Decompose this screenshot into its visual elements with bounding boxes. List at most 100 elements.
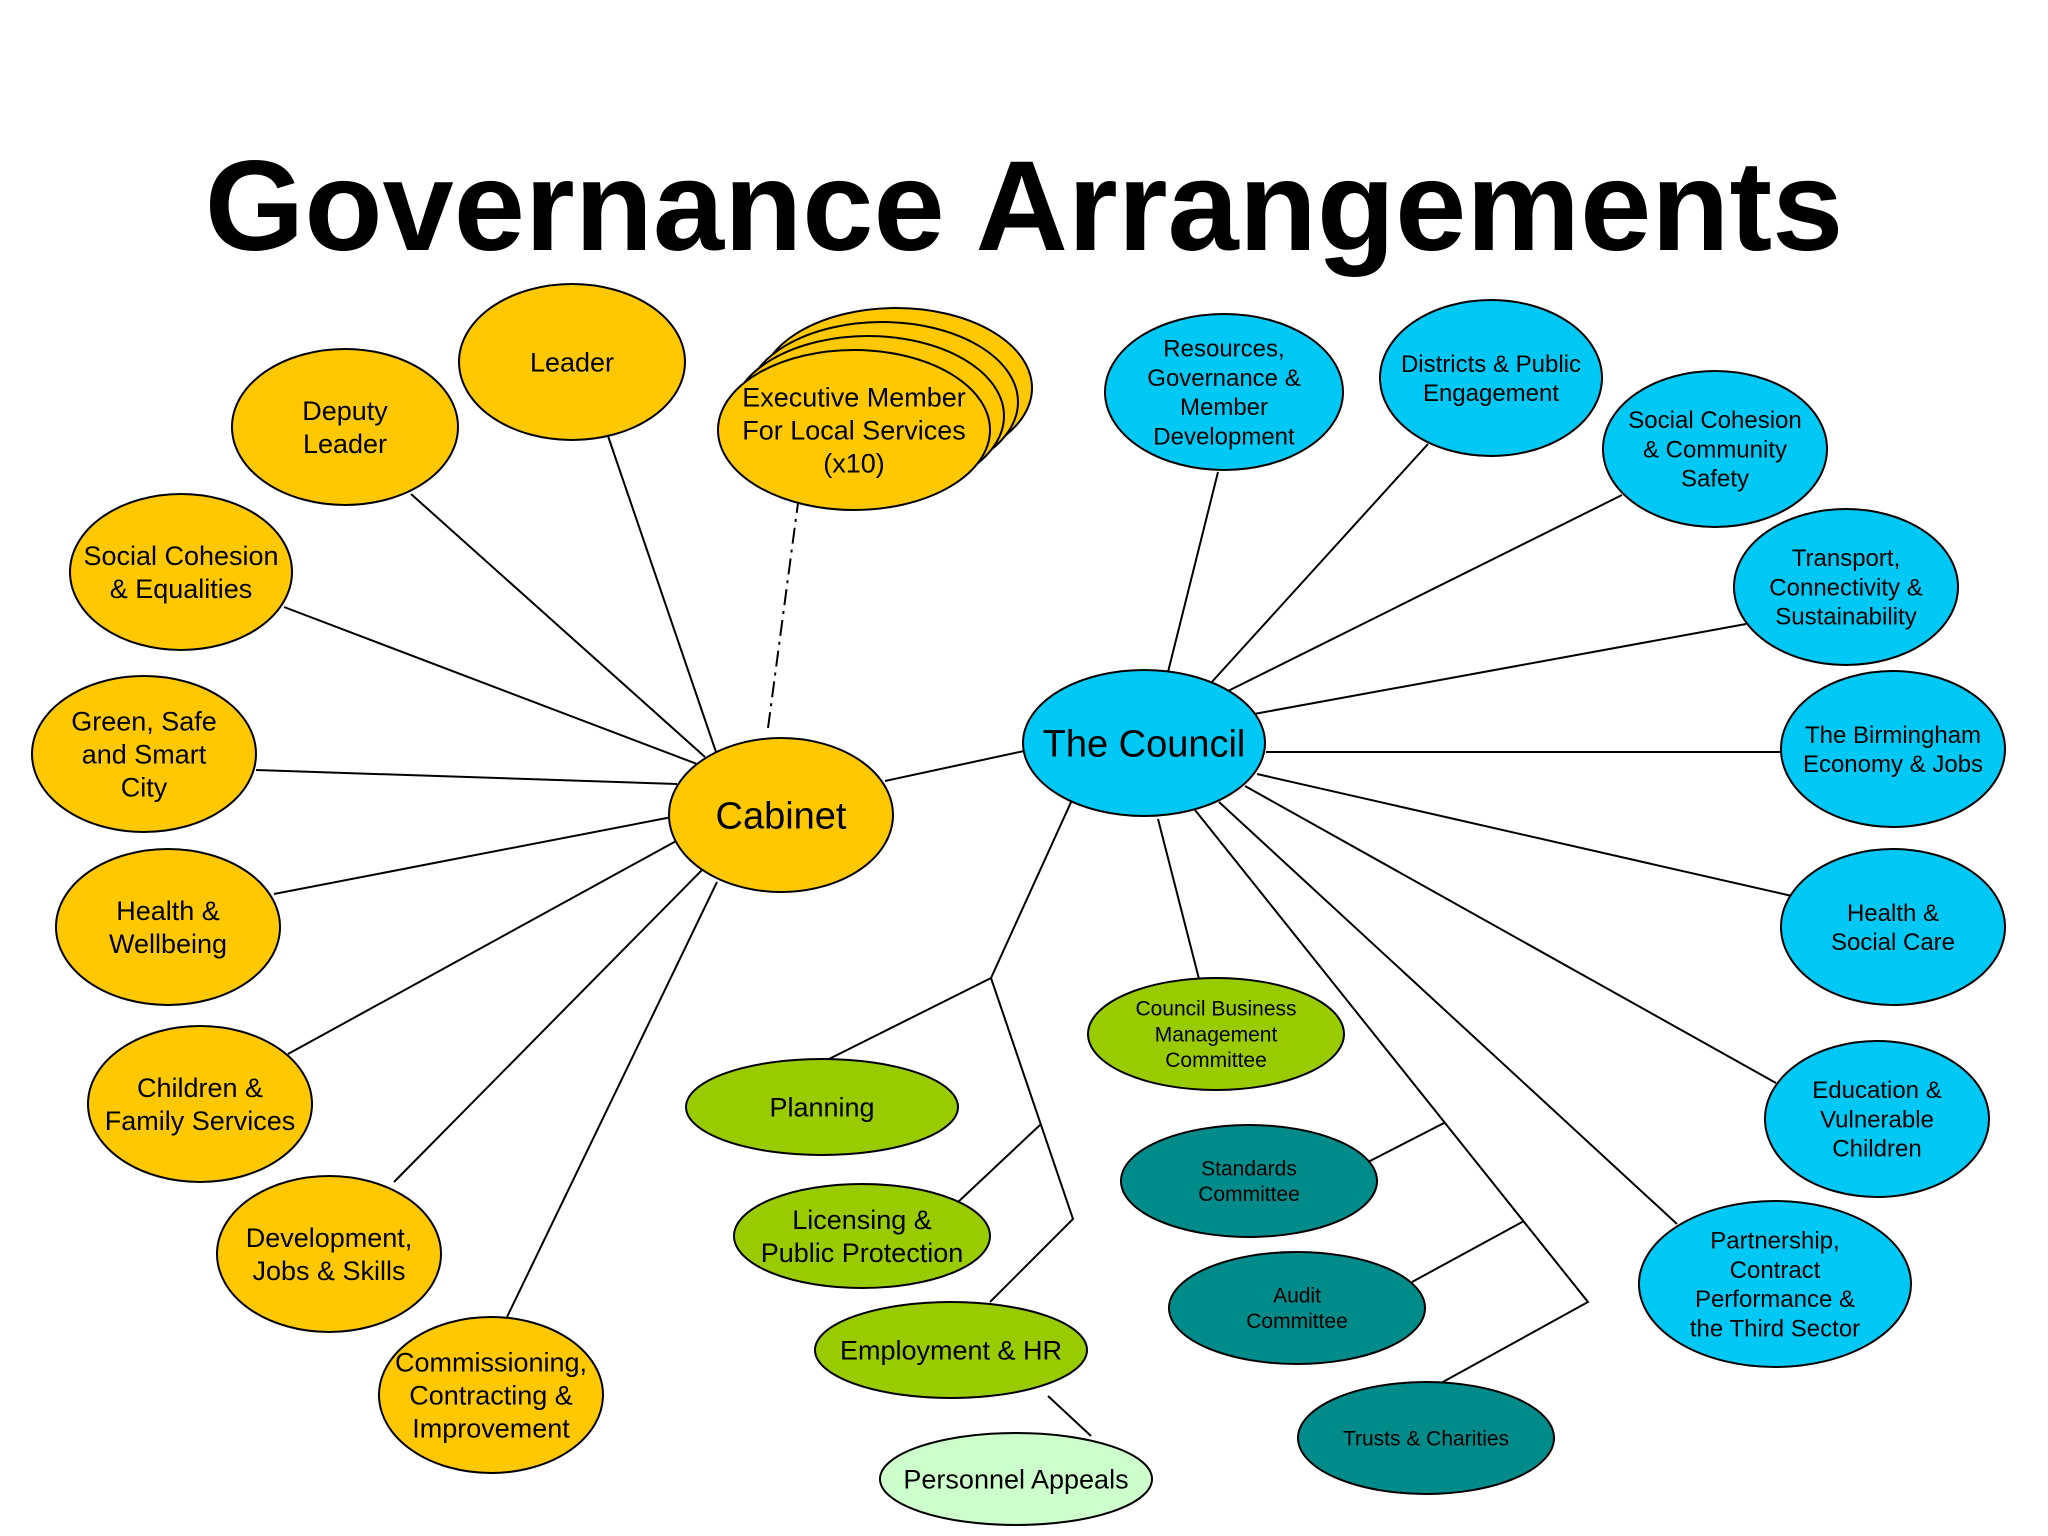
node-ellipse (1087, 977, 1345, 1091)
node-label: Development (1153, 423, 1295, 450)
node-cab-social-cohesion: Social Cohesion& Equalities (69, 493, 293, 651)
link-commissioning (506, 881, 718, 1318)
node-ellipse (1764, 1040, 1990, 1198)
node-ellipse (1379, 299, 1603, 457)
node-ellipse (69, 493, 293, 651)
link-districts (1209, 443, 1429, 685)
node-label: Jobs & Skills (252, 1256, 405, 1286)
node-label: Engagement (1423, 380, 1559, 407)
node-label: Social Cohesion (1628, 407, 1801, 434)
node-ellipse (378, 1316, 604, 1474)
node-label: Leader (303, 429, 387, 459)
link-cbm-committee (1157, 818, 1200, 980)
link-standards (1367, 1122, 1445, 1163)
node-label: Health & (116, 896, 220, 926)
node-cab-development: Development,Jobs & Skills (216, 1175, 442, 1333)
node-ellipse (668, 737, 894, 893)
node-label: The Council (1043, 723, 1246, 765)
node-ellipse (717, 349, 991, 511)
node-leader: Leader (458, 283, 686, 441)
node-label: Development, (246, 1223, 413, 1253)
link-employment (989, 977, 1075, 1303)
node-ellipse (1168, 1251, 1426, 1365)
node-label: For Local Services (742, 415, 966, 445)
node-cab-health: Health &Wellbeing (55, 848, 281, 1006)
node-scr-transport: Transport,Connectivity &Sustainability (1733, 508, 1959, 666)
link-education (1244, 785, 1777, 1084)
node-ellipse (879, 1432, 1153, 1526)
link-deputy-leader (410, 493, 706, 758)
node-label: Committee (1198, 1183, 1300, 1206)
link-transport (1253, 623, 1747, 715)
node-ellipse (216, 1175, 442, 1333)
node-ellipse (1022, 669, 1266, 817)
node-ellipse (231, 348, 459, 506)
link-development-jobs (393, 869, 703, 1183)
node-ellipse (1780, 670, 2006, 828)
node-label: Planning (769, 1092, 874, 1122)
node-label: Member (1180, 394, 1268, 421)
node-label: Public Protection (761, 1238, 964, 1268)
node-label: Audit (1273, 1285, 1321, 1308)
node-council: The Council (1022, 669, 1266, 817)
node-ellipse (1733, 508, 1959, 666)
node-licensing: Licensing &Public Protection (733, 1183, 991, 1289)
node-label: Partnership, (1710, 1227, 1839, 1254)
node-label: Family Services (105, 1106, 296, 1136)
node-planning: Planning (685, 1058, 959, 1156)
link-personnel-appeals (1047, 1395, 1092, 1437)
node-cab-children: Children &Family Services (87, 1025, 313, 1183)
link-social-cohesion-equalities (283, 606, 698, 765)
node-trusts: Trusts & Charities (1297, 1381, 1555, 1495)
node-ellipse (55, 848, 281, 1006)
link-resources-governance (1167, 471, 1219, 673)
node-label: Social Care (1831, 929, 1955, 956)
link-children-family (287, 839, 679, 1055)
link-health-social-care (1256, 773, 1793, 897)
node-label: Transport, (1792, 545, 1900, 572)
node-personnel-appeals: Personnel Appeals (879, 1432, 1153, 1526)
link-executive-member (767, 502, 799, 729)
node-ellipse (1602, 370, 1828, 528)
node-cab-commissioning: Commissioning,Contracting &Improvement (378, 1316, 604, 1474)
node-label: Children (1832, 1136, 1921, 1163)
node-ellipse (31, 675, 257, 833)
link-partnership (1218, 801, 1678, 1225)
node-ellipse (87, 1025, 313, 1183)
node-ellipse (1638, 1200, 1912, 1368)
link-licensing (956, 1124, 1041, 1204)
node-label: (x10) (823, 448, 885, 478)
node-label: Contract (1730, 1257, 1821, 1284)
node-ellipse (1297, 1381, 1555, 1495)
node-label: Governance & (1147, 365, 1300, 392)
node-ellipse (1120, 1124, 1378, 1238)
node-label: Committee (1246, 1310, 1348, 1333)
node-label: Health & (1847, 900, 1939, 927)
node-label: Education & (1812, 1077, 1941, 1104)
node-ellipse (733, 1183, 991, 1289)
node-label: Council Business (1135, 998, 1296, 1021)
node-label: The Birmingham (1805, 722, 1981, 749)
link-health-wellbeing (273, 816, 673, 895)
node-label: & Community (1643, 436, 1787, 463)
node-label: Resources, (1163, 335, 1284, 362)
node-label: Commissioning, (395, 1348, 587, 1378)
node-label: Connectivity & (1769, 574, 1922, 601)
node-label: & Equalities (110, 574, 253, 604)
node-scr-health: Health &Social Care (1780, 848, 2006, 1006)
node-label: Contracting & (409, 1380, 573, 1410)
node-label: Deputy (302, 396, 388, 426)
connector-lines (255, 435, 1793, 1437)
